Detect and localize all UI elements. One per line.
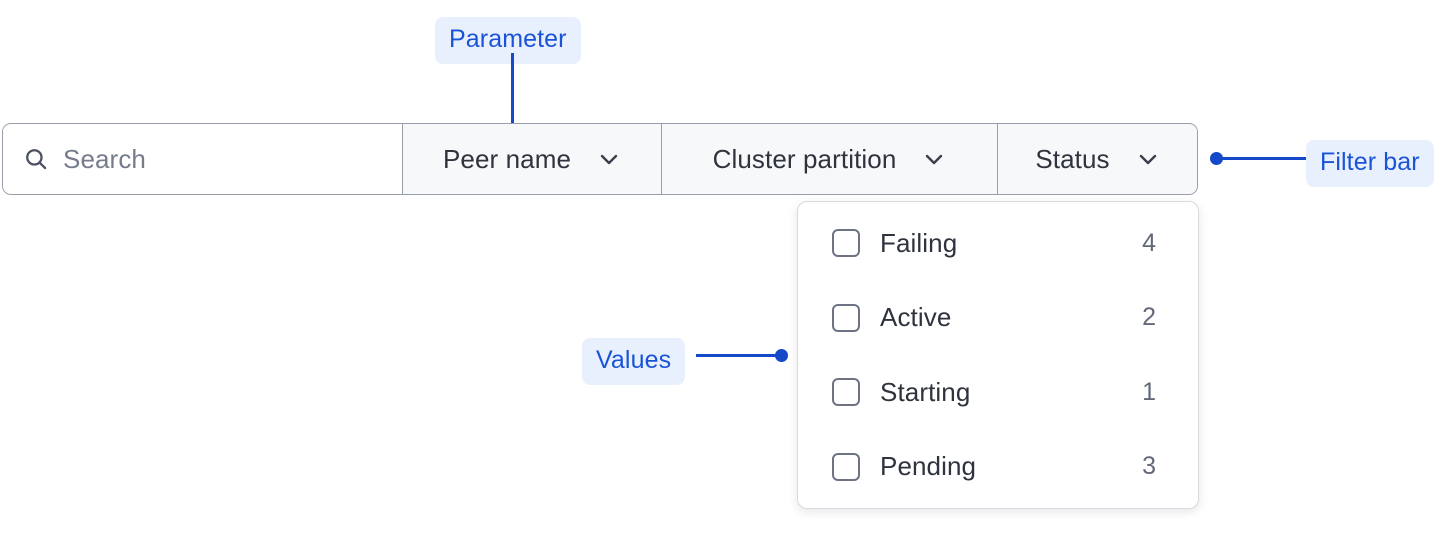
filter-dropdown-cluster-partition[interactable]: Cluster partition	[662, 124, 998, 194]
value-option-label: Active	[880, 302, 952, 333]
filter-bar: Search Peer name Cluster partition Statu…	[2, 123, 1198, 195]
annotation-connector-parameter	[511, 53, 514, 143]
annotation-label-parameter: Parameter	[435, 17, 581, 64]
filter-dropdown-label-cluster-partition: Cluster partition	[712, 143, 897, 174]
annotation-connector-filter-bar	[1216, 157, 1312, 160]
checkbox-unchecked-icon[interactable]	[832, 452, 860, 481]
value-option-count: 3	[1142, 452, 1156, 481]
chevron-down-icon	[926, 154, 943, 165]
value-option-row[interactable]: Failing 4	[832, 224, 1156, 262]
chevron-down-icon	[600, 154, 618, 165]
value-option-count: 1	[1142, 377, 1156, 406]
value-option-row[interactable]: Starting 1	[832, 373, 1156, 411]
value-option-count: 4	[1142, 228, 1156, 257]
status-values-dropdown-panel: Failing 4 Active 2 Starting 1 Pending 3	[797, 201, 1199, 509]
checkbox-unchecked-icon[interactable]	[832, 378, 860, 407]
value-option-row[interactable]: Active 2	[832, 299, 1156, 337]
search-input-placeholder: Search	[63, 143, 146, 174]
annotation-label-values: Values	[582, 338, 686, 385]
value-option-count: 2	[1142, 303, 1156, 332]
filter-dropdown-peer-name[interactable]: Peer name	[403, 124, 662, 194]
search-field[interactable]: Search	[3, 124, 403, 194]
annotation-label-filter-bar: Filter bar	[1306, 140, 1434, 187]
filter-dropdown-label-peer-name: Peer name	[442, 143, 572, 174]
checkbox-unchecked-icon[interactable]	[832, 303, 860, 332]
chevron-down-icon	[1139, 154, 1156, 165]
annotation-anchor-dot-values	[775, 349, 788, 362]
value-option-row[interactable]: Pending 3	[832, 448, 1156, 486]
filter-dropdown-label-status: Status	[1035, 143, 1110, 174]
filter-dropdown-status[interactable]: Status	[998, 124, 1197, 194]
value-option-label: Starting	[880, 376, 971, 407]
value-option-label: Failing	[880, 227, 958, 258]
checkbox-unchecked-icon[interactable]	[832, 229, 860, 257]
search-icon	[26, 149, 47, 170]
annotation-connector-values	[696, 354, 780, 357]
value-option-label: Pending	[880, 451, 977, 482]
